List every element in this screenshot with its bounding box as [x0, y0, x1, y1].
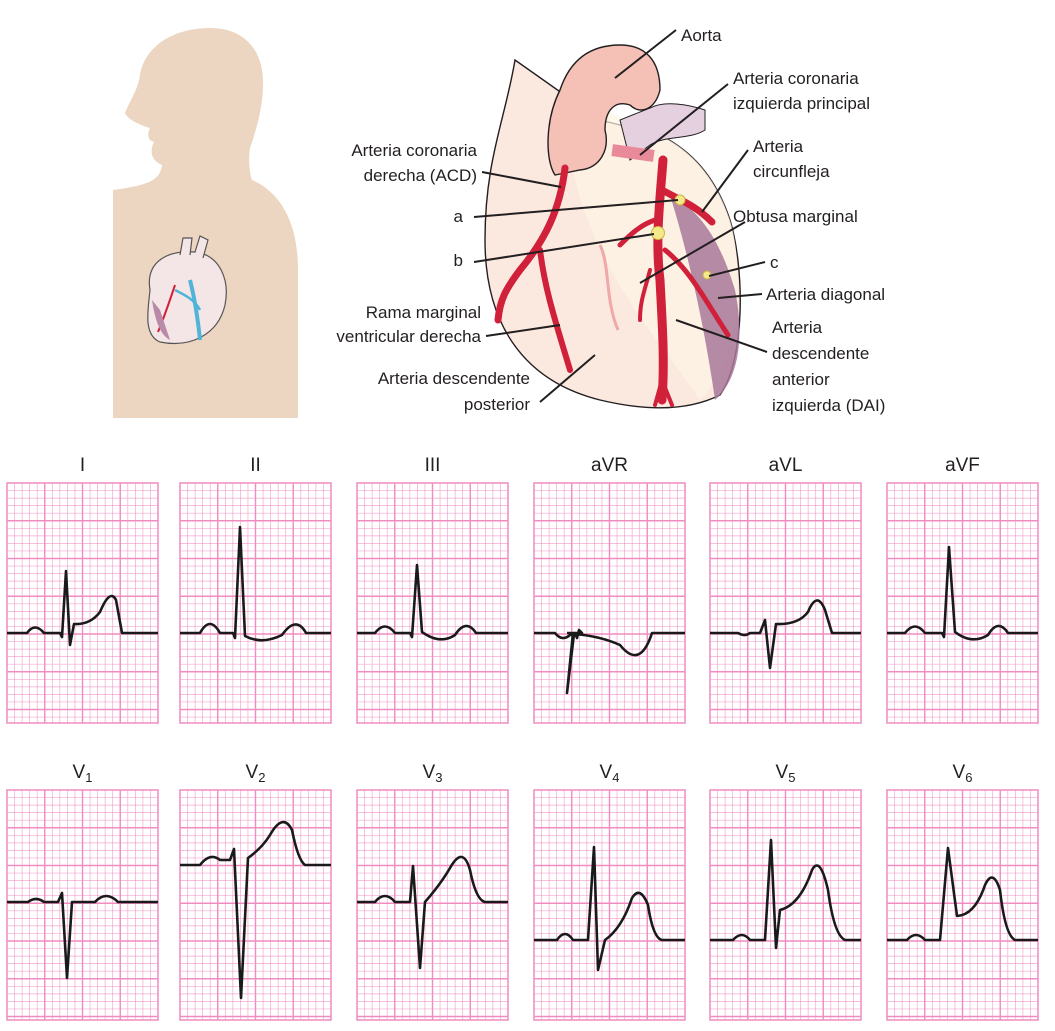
- mini-heart-icon: [147, 235, 227, 344]
- ecg-waveform: [180, 525, 331, 642]
- body-silhouette: [113, 28, 298, 418]
- label-dai-1: Arteria: [772, 318, 823, 337]
- ecg-waveform: [7, 891, 158, 980]
- ecg-waveform: [710, 838, 861, 950]
- ecg-grid: [6, 789, 159, 1021]
- lead-label: V2: [246, 762, 266, 785]
- lead-label: I: [80, 455, 85, 476]
- lead-label: V1: [73, 762, 93, 785]
- label-obtusa: Obtusa marginal: [733, 207, 858, 226]
- lead-label: V6: [953, 762, 973, 785]
- label-rama-2: ventricular derecha: [336, 327, 481, 346]
- lead-label: V4: [600, 762, 620, 785]
- label-b: b: [454, 251, 463, 270]
- label-acd-1: Arteria coronaria: [351, 141, 477, 160]
- ecg-grid: [356, 789, 509, 1021]
- ecg-grid: [533, 789, 686, 1021]
- lead-label: aVR: [591, 455, 628, 476]
- ecg-waveform: [534, 628, 685, 695]
- heart-illustration: [484, 44, 741, 409]
- lead-label: III: [425, 455, 441, 476]
- label-dai-3: anterior: [772, 370, 830, 389]
- ecg-waveform: [180, 820, 331, 1000]
- lead-label: aVL: [769, 455, 803, 476]
- ecg-waveform: [887, 846, 1038, 942]
- ecg-grid: [709, 482, 862, 724]
- ecg-grid: [533, 482, 686, 724]
- ecg-waveform: [357, 855, 508, 970]
- label-aci-1: Arteria coronaria: [733, 69, 859, 88]
- label-c: c: [770, 253, 779, 272]
- ecg-waveform: [534, 845, 685, 972]
- ecg-waveform: [710, 599, 861, 670]
- label-rama-1: Rama marginal: [366, 303, 481, 322]
- leader-lines: [473, 29, 768, 403]
- ecg-waveform: [357, 563, 508, 641]
- label-post-1: Arteria descendente: [378, 369, 530, 388]
- label-a: a: [454, 207, 464, 226]
- lead-label: II: [250, 455, 261, 476]
- lead-label: V3: [423, 762, 443, 785]
- label-aorta: Aorta: [681, 26, 722, 45]
- label-post-2: posterior: [464, 395, 530, 414]
- ecg-grid: [6, 482, 159, 724]
- label-diagonal: Arteria diagonal: [766, 285, 885, 304]
- ecg-grid: [179, 482, 332, 724]
- label-dai-4: izquierda (DAI): [772, 396, 885, 415]
- ecg-waveform: [7, 569, 158, 647]
- ecg-grid: [886, 789, 1039, 1021]
- label-dai-2: descendente: [772, 344, 869, 363]
- ecg-grid: [356, 482, 509, 724]
- label-aci-2: izquierda principal: [733, 94, 870, 113]
- ecg-grid: [179, 789, 332, 1021]
- label-circ-1: Arteria: [753, 137, 804, 156]
- ecg-waveform: [887, 545, 1038, 641]
- lead-label: V5: [776, 762, 796, 785]
- ecg-grid: [709, 789, 862, 1021]
- lead-label: aVF: [945, 455, 980, 476]
- label-acd-2: derecha (ACD): [364, 166, 477, 185]
- label-circ-2: circunfleja: [753, 162, 830, 181]
- ecg-grid: [886, 482, 1039, 724]
